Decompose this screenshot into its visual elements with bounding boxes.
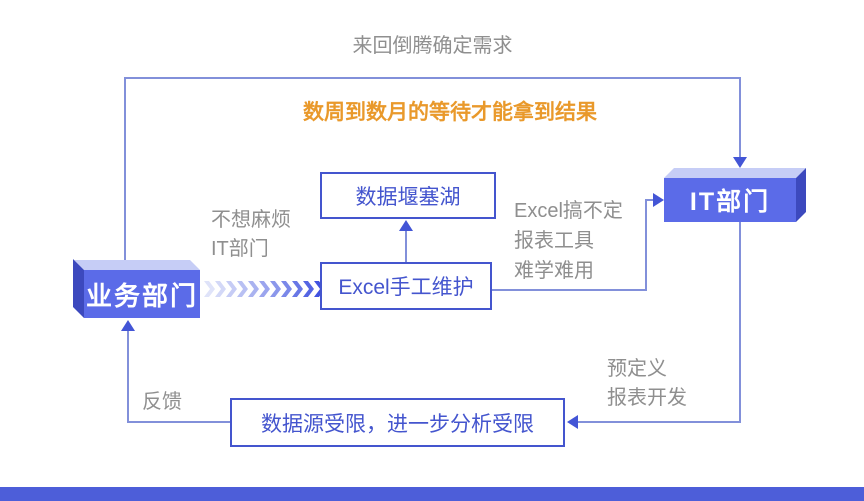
excel-to-it-v-line (645, 199, 647, 291)
chevron-right-icon (270, 281, 281, 297)
loop-top-label: 来回倒腾确定需求 (352, 35, 513, 57)
node-excel-manual-label: Excel手工维护 (338, 276, 474, 299)
feedback-h-line (127, 421, 230, 423)
excel-to-it-h-line (492, 289, 647, 291)
business-dept-side-face (73, 259, 84, 318)
business-dept-top-face (74, 260, 200, 270)
no-bother-line2: IT部门 (211, 238, 269, 260)
chevron-right-icon (226, 281, 237, 297)
arrowhead-into-it-left-icon (653, 193, 664, 207)
it-dept-top-face (664, 168, 806, 178)
predefined-line2: 报表开发 (607, 387, 687, 409)
chevron-right-icon (303, 281, 314, 297)
chevron-right-icon (215, 281, 226, 297)
chevron-right-icon (259, 281, 270, 297)
predefined-label: 预定义 报表开发 (607, 355, 687, 413)
node-data-limited: 数据源受限，进一步分析受限 (230, 398, 565, 447)
excel-issues-line3: 难学难用 (514, 260, 594, 282)
no-bother-line1: 不想麻烦 (211, 209, 291, 231)
it-to-limited-h-line (578, 421, 741, 423)
wait-label: 数周到数月的等待才能拿到结果 (303, 101, 597, 124)
chevron-flow-icons (204, 281, 325, 297)
excel-issues-line1: Excel搞不定 (514, 200, 623, 222)
arrowhead-into-data-lake-icon (399, 220, 413, 231)
feedback-v-line (127, 330, 129, 423)
loop-right-line (739, 77, 741, 159)
excel-issues-label: Excel搞不定 报表工具 难学难用 (514, 196, 623, 286)
node-it-dept-label: IT部门 (664, 178, 796, 222)
excel-issues-line2: 报表工具 (514, 230, 594, 252)
it-dept-side-face (796, 168, 806, 222)
arrowhead-into-it-dept-icon (733, 157, 747, 168)
chevron-right-icon (237, 281, 248, 297)
arrowhead-into-business-icon (121, 320, 135, 331)
loop-left-line (124, 77, 126, 261)
feedback-label: 反馈 (142, 391, 182, 413)
node-data-limited-label: 数据源受限，进一步分析受限 (261, 412, 534, 436)
excel-to-it-h2-line (645, 199, 654, 201)
node-business-dept-label: 业务部门 (84, 270, 200, 318)
predefined-line1: 预定义 (607, 358, 667, 380)
arrowhead-into-limited-icon (567, 415, 578, 429)
excel-to-lake-line (405, 230, 407, 263)
it-down-line (739, 222, 741, 423)
node-data-lake: 数据堰塞湖 (320, 172, 496, 219)
node-data-lake-label: 数据堰塞湖 (355, 185, 461, 209)
chevron-right-icon (204, 281, 215, 297)
no-bother-label: 不想麻烦 IT部门 (211, 206, 291, 264)
chevron-right-icon (281, 281, 292, 297)
loop-top-line (124, 77, 741, 79)
bottom-banner (0, 487, 864, 501)
node-excel-manual: Excel手工维护 (320, 262, 492, 310)
chevron-right-icon (248, 281, 259, 297)
chevron-right-icon (292, 281, 303, 297)
